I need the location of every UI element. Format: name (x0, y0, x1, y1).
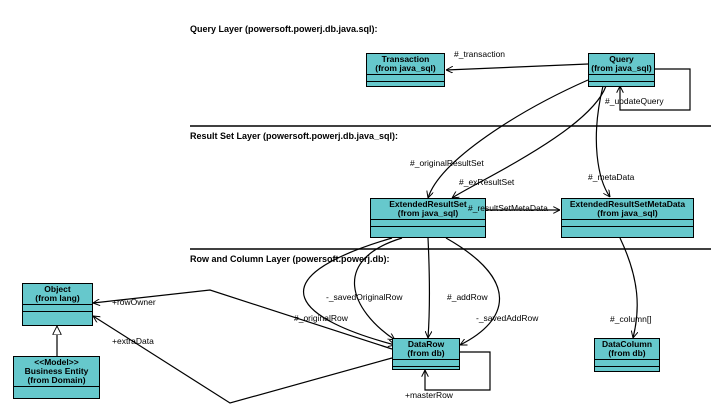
class-data-column[interactable]: DataColumn(from db) (594, 338, 660, 372)
role-meta-data: #_metaData (588, 172, 635, 182)
class-transaction[interactable]: Transaction(from java_sql) (366, 53, 445, 87)
result-set-layer-title: Result Set Layer (powersoft.powerj.db.ja… (190, 131, 399, 141)
class-package: (from db) (407, 348, 445, 358)
assoc-query-self (620, 68, 691, 111)
assoc-meta-data (595, 85, 610, 197)
class-extended-result-set[interactable]: ExtendedResultSet(from java_sql) (370, 198, 486, 238)
row-column-layer-title: Row and Column Layer (powersoft.powerj.d… (190, 254, 390, 264)
class-package: (from Domain) (27, 375, 86, 385)
class-name: Transaction (381, 54, 430, 64)
assoc-add-row (428, 237, 430, 338)
role-original-result-set: #_originalResultSet (410, 158, 484, 168)
class-business-entity[interactable]: <<Model>>Business Entity(from Domain) (13, 356, 100, 399)
assoc-ex-result-set (452, 85, 607, 198)
assoc-saved-add-row (445, 237, 501, 346)
class-package: (from java_sql) (597, 208, 658, 218)
assoc-saved-original-row (354, 237, 403, 340)
query-layer-title: Query Layer (powersoft.powerj.db.java.sq… (190, 24, 378, 34)
class-package: (from lang) (35, 293, 80, 303)
role-original-row: #_originalRow (294, 313, 348, 323)
assoc-query-transaction (446, 63, 589, 70)
assoc-column (619, 237, 637, 338)
role-result-set-meta-data: #_resultSetMetaData (468, 203, 548, 213)
role-saved-add-row: -_savedAddRow (476, 313, 539, 323)
class-name: ExtendedResultSetMetaData (569, 199, 686, 209)
class-name: DataRow (407, 339, 445, 349)
class-package: (from db) (608, 348, 646, 358)
class-package: (from java_sql) (591, 63, 652, 73)
role-ex-result-set: #_exResultSet (459, 177, 515, 187)
assoc-master-row (425, 351, 491, 391)
class-name: ExtendedResultSet (389, 199, 467, 209)
assoc-original-result-set (428, 79, 589, 198)
class-extended-result-set-meta-data[interactable]: ExtendedResultSetMetaData(from java_sql) (561, 198, 694, 238)
class-query[interactable]: Query(from java_sql) (588, 53, 655, 87)
class-package: (from java_sql) (375, 63, 436, 73)
assoc-original-row (302, 237, 395, 345)
role-column: #_column[] (610, 314, 652, 324)
class-object[interactable]: Object(from lang) (22, 283, 93, 326)
role-saved-original-row: -_savedOriginalRow (326, 292, 403, 302)
role-add-row: #_addRow (447, 292, 488, 302)
role-master-row: +masterRow (405, 390, 453, 400)
class-name: Business Entity (24, 366, 89, 376)
class-name: Object (44, 284, 71, 294)
role-update-query: #_updateQuery (605, 96, 664, 106)
class-package: (from java_sql) (397, 208, 459, 218)
class-data-row[interactable]: DataRow(from db) (392, 338, 460, 370)
class-name: DataColumn (601, 339, 653, 349)
class-name: Query (609, 54, 634, 64)
role-row-owner: +rowOwner (112, 297, 156, 307)
role-transaction: #_transaction (454, 49, 506, 59)
assoc-row-owner (93, 289, 393, 350)
role-extra-data: +extraData (112, 336, 154, 346)
assoc-extra-data (93, 316, 393, 404)
class-stereotype: <<Model>> (34, 357, 79, 367)
